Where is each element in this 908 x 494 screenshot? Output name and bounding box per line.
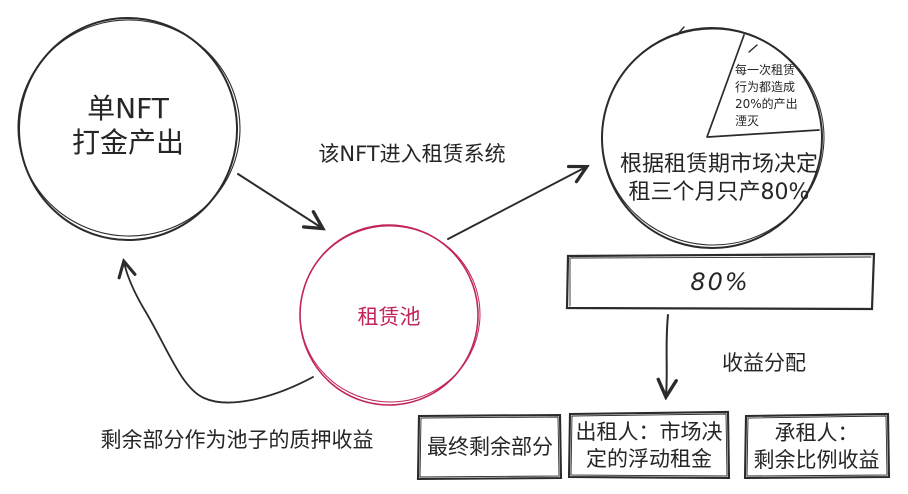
pie-caption-line: 根据租赁期市场决定 — [619, 152, 818, 177]
final-remainder-box-line: 最终剩余部分 — [427, 435, 553, 459]
nft-output-label: 单NFT 打金产出 — [18, 92, 238, 160]
arrow-bar-to-boxes — [666, 314, 668, 396]
arrow-pool-to-pie — [447, 167, 586, 240]
output-bar-shape — [565, 252, 876, 311]
pie-stroke-tick — [748, 44, 758, 53]
pie-slice-note-line: 湮灭 — [735, 114, 760, 128]
pie-caption-line: 租三个月只产80% — [628, 180, 810, 205]
lessee-share-box: 承租人： 剩余比例收益 — [745, 415, 888, 478]
nft-output-label-line: 单NFT — [87, 92, 169, 125]
result-box-shapes — [416, 410, 891, 481]
lessor-rent-box-line: 定的浮动租金 — [586, 446, 712, 471]
pie-slice-note-line: 行为都造成 — [735, 80, 796, 94]
lessor-rent-box: 出租人：市场决 定的浮动租金 — [570, 413, 728, 478]
pie-chart-shape — [601, 26, 825, 249]
revenue-distribution-label: 收益分配 — [722, 351, 806, 375]
lessee-share-box-line: 承租人： — [774, 420, 859, 445]
rental-pool-circle-shape — [299, 224, 481, 406]
lessee-share-box-line: 剩余比例收益 — [753, 447, 880, 472]
staking-yield-note: 剩余部分作为池子的质押收益 — [100, 428, 374, 452]
arrow-nft-to-pool — [237, 173, 322, 228]
arrow-pool-to-nft-loop — [124, 262, 314, 404]
nft-output-label-line: 打金产出 — [71, 126, 184, 159]
pie-slice-note-line: 每一次租赁 — [735, 63, 796, 77]
rental-pool-label: 租赁池 — [357, 305, 421, 329]
pie-slice-note-line: 20%的产出 — [735, 97, 798, 111]
final-remainder-box: 最终剩余部分 — [419, 416, 561, 479]
enter-rental-system-label: 该NFT进入租赁系统 — [318, 142, 506, 166]
pie-caption: 根据租赁期市场决定 租三个月只产80% — [599, 151, 839, 207]
pie-slice-note: 每一次租赁 行为都造成 20%的产出 湮灭 — [735, 62, 815, 130]
pie-slice-line-right — [707, 129, 820, 138]
nft-output-circle-shape — [17, 17, 241, 241]
pie-slice-line-top — [706, 34, 745, 138]
pie-stroke-tick — [676, 26, 685, 36]
output-bar-label: 80% — [690, 267, 750, 296]
lessor-rent-box-line: 出租人：市场决 — [575, 419, 723, 444]
